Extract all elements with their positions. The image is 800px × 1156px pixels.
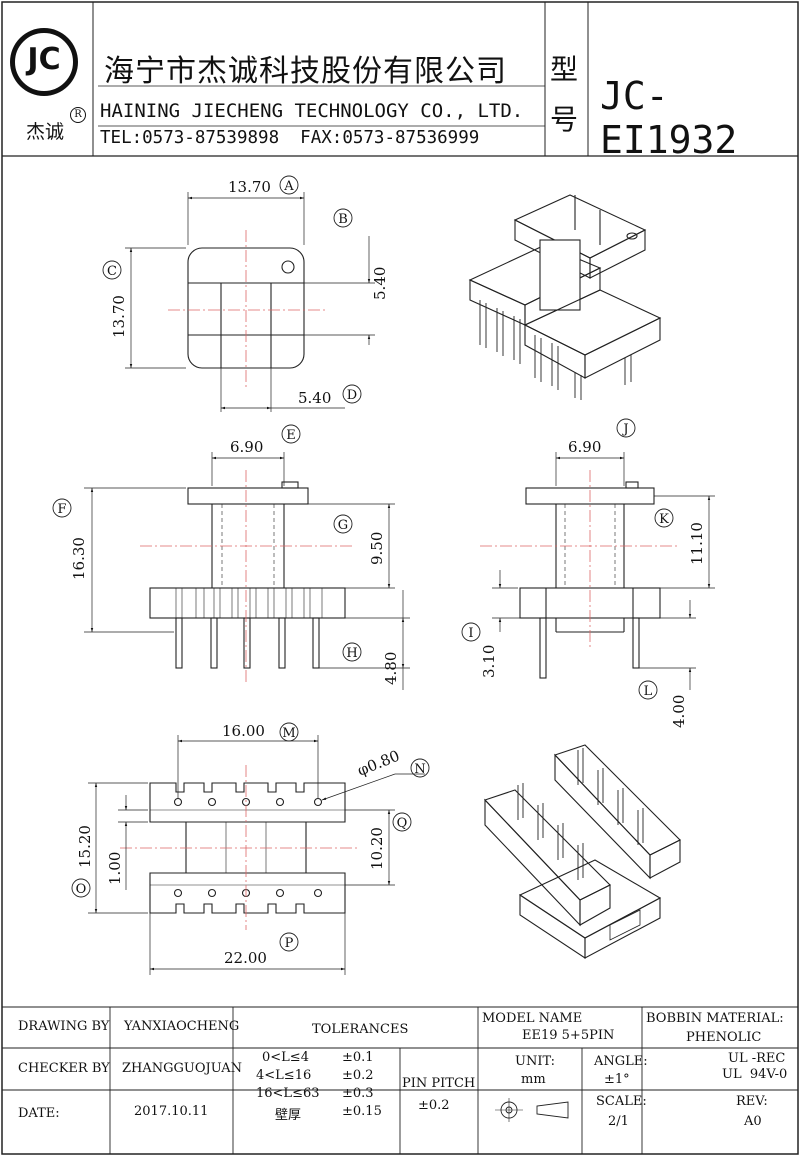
unit-value: mm (521, 1072, 546, 1087)
dim-Q-value: 10.20 (368, 827, 386, 870)
dim-I-value: 3.10 (480, 645, 498, 678)
dim-J-value: 6.90 (568, 438, 601, 456)
dim-M-value: 16.00 (222, 722, 265, 740)
dim-G-value: 9.50 (368, 532, 386, 565)
dim-P-value: 22.00 (224, 949, 267, 967)
dim-D-value: 5.40 (298, 389, 331, 407)
company-name-en: HAINING JIECHENG TECHNOLOGY CO., LTD. (100, 100, 524, 122)
circle-label-Q: Q (397, 816, 408, 831)
dim-F-value: 16.30 (70, 537, 88, 580)
tol-value-3: ±0.3 (342, 1086, 374, 1101)
drawing-by-value: YANXIAOCHENG (124, 1019, 240, 1034)
logo-caption: 杰诚 (26, 121, 65, 143)
technical-drawings: 13.70 5.40 13.70 5.40 6.90 16.30 9.50 4.… (52, 175, 715, 975)
ul-rec: UL -REC (728, 1051, 786, 1066)
circle-label-H: H (346, 646, 357, 661)
circle-label-L: L (644, 684, 653, 699)
circle-label-K: K (659, 512, 669, 527)
date-value: 2017.10.11 (134, 1104, 209, 1119)
angle-label: ANGLE: (594, 1054, 648, 1069)
dim-B-value: 5.40 (371, 267, 389, 300)
bobbin-material-label: BOBBIN MATERIAL: (646, 1011, 784, 1026)
drawing-by-label: DRAWING BY (18, 1019, 110, 1034)
circle-label-G: G (338, 518, 348, 533)
circle-label-J: J (621, 422, 628, 437)
dim-C-value: 13.70 (110, 295, 128, 338)
isometric-exploded-view (484, 744, 681, 960)
dim-L-value: 4.00 (670, 695, 688, 728)
logo-registered-mark: R (70, 107, 86, 123)
circle-label-F: F (57, 502, 66, 517)
type-label-top: 型 (550, 53, 579, 86)
circle-label-M: M (282, 726, 295, 741)
bobbin-material-value: PHENOLIC (686, 1030, 762, 1045)
front-view (84, 452, 410, 690)
ul-94v0: UL 94V-0 (722, 1067, 788, 1082)
tol-value-4: ±0.15 (342, 1104, 382, 1119)
type-label-bottom: 号 (550, 103, 579, 136)
circle-label-C: C (107, 264, 117, 279)
tol-range-4: 壁厚 (275, 1108, 302, 1123)
tol-value-2: ±0.2 (342, 1068, 374, 1083)
dim-R-value: 1.00 (106, 852, 124, 885)
tolerances-label: TOLERANCES (312, 1022, 409, 1037)
model-name-label: MODEL NAME (482, 1011, 583, 1026)
isometric-assembled-view (468, 194, 662, 400)
tol-range-2: 4<L≤16 (256, 1068, 312, 1083)
circle-label-B: B (338, 212, 348, 227)
model-number: JC-EI1932 (600, 74, 738, 162)
circle-label-D: D (347, 388, 357, 403)
tol-range-1: 0<L≤4 (262, 1050, 309, 1065)
circle-label-A: A (283, 179, 294, 194)
date-label: DATE: (18, 1106, 60, 1121)
dim-O-value: 15.20 (76, 825, 94, 868)
projection-symbol (494, 1100, 572, 1120)
dim-K-value: 11.10 (688, 522, 706, 565)
top-view (125, 192, 375, 412)
dim-A-value: 13.70 (228, 178, 271, 196)
circle-label-I: I (468, 626, 473, 641)
angle-value: ±1° (604, 1072, 630, 1087)
dim-H-value: 4.80 (382, 652, 400, 685)
company-contact: TEL:0573-87539898 FAX:0573-87536999 (100, 128, 480, 148)
tol-range-3: 16<L≤63 (256, 1086, 320, 1101)
dim-E-value: 6.90 (230, 438, 263, 456)
model-name-value: EE19 5+5PIN (522, 1028, 615, 1043)
rev-label: REV: (736, 1094, 768, 1109)
scale-value: 2/1 (608, 1114, 629, 1129)
side-view (480, 452, 715, 690)
pin-pitch-label: PIN PITCH (402, 1076, 476, 1091)
company-name-cn: 海宁市杰诚科技股份有限公司 (104, 54, 507, 89)
checker-by-label: CHECKER BY (18, 1061, 110, 1076)
bottom-view (88, 735, 425, 975)
logo-letters: JC (27, 42, 61, 77)
scale-label: SCALE: (596, 1094, 647, 1109)
pin-pitch-value: ±0.2 (418, 1098, 450, 1113)
logo-inner-ring (15, 33, 73, 91)
circle-label-N: N (414, 762, 425, 777)
rev-value: A0 (744, 1114, 762, 1129)
circle-label-E: E (286, 428, 296, 443)
circle-label-P: P (285, 936, 294, 951)
checker-by-value: ZHANGGUOJUAN (122, 1061, 243, 1076)
company-logo: JC (10, 28, 78, 96)
tol-value-1: ±0.1 (342, 1050, 374, 1065)
unit-label: UNIT: (515, 1054, 556, 1069)
circle-label-O: O (76, 882, 87, 897)
